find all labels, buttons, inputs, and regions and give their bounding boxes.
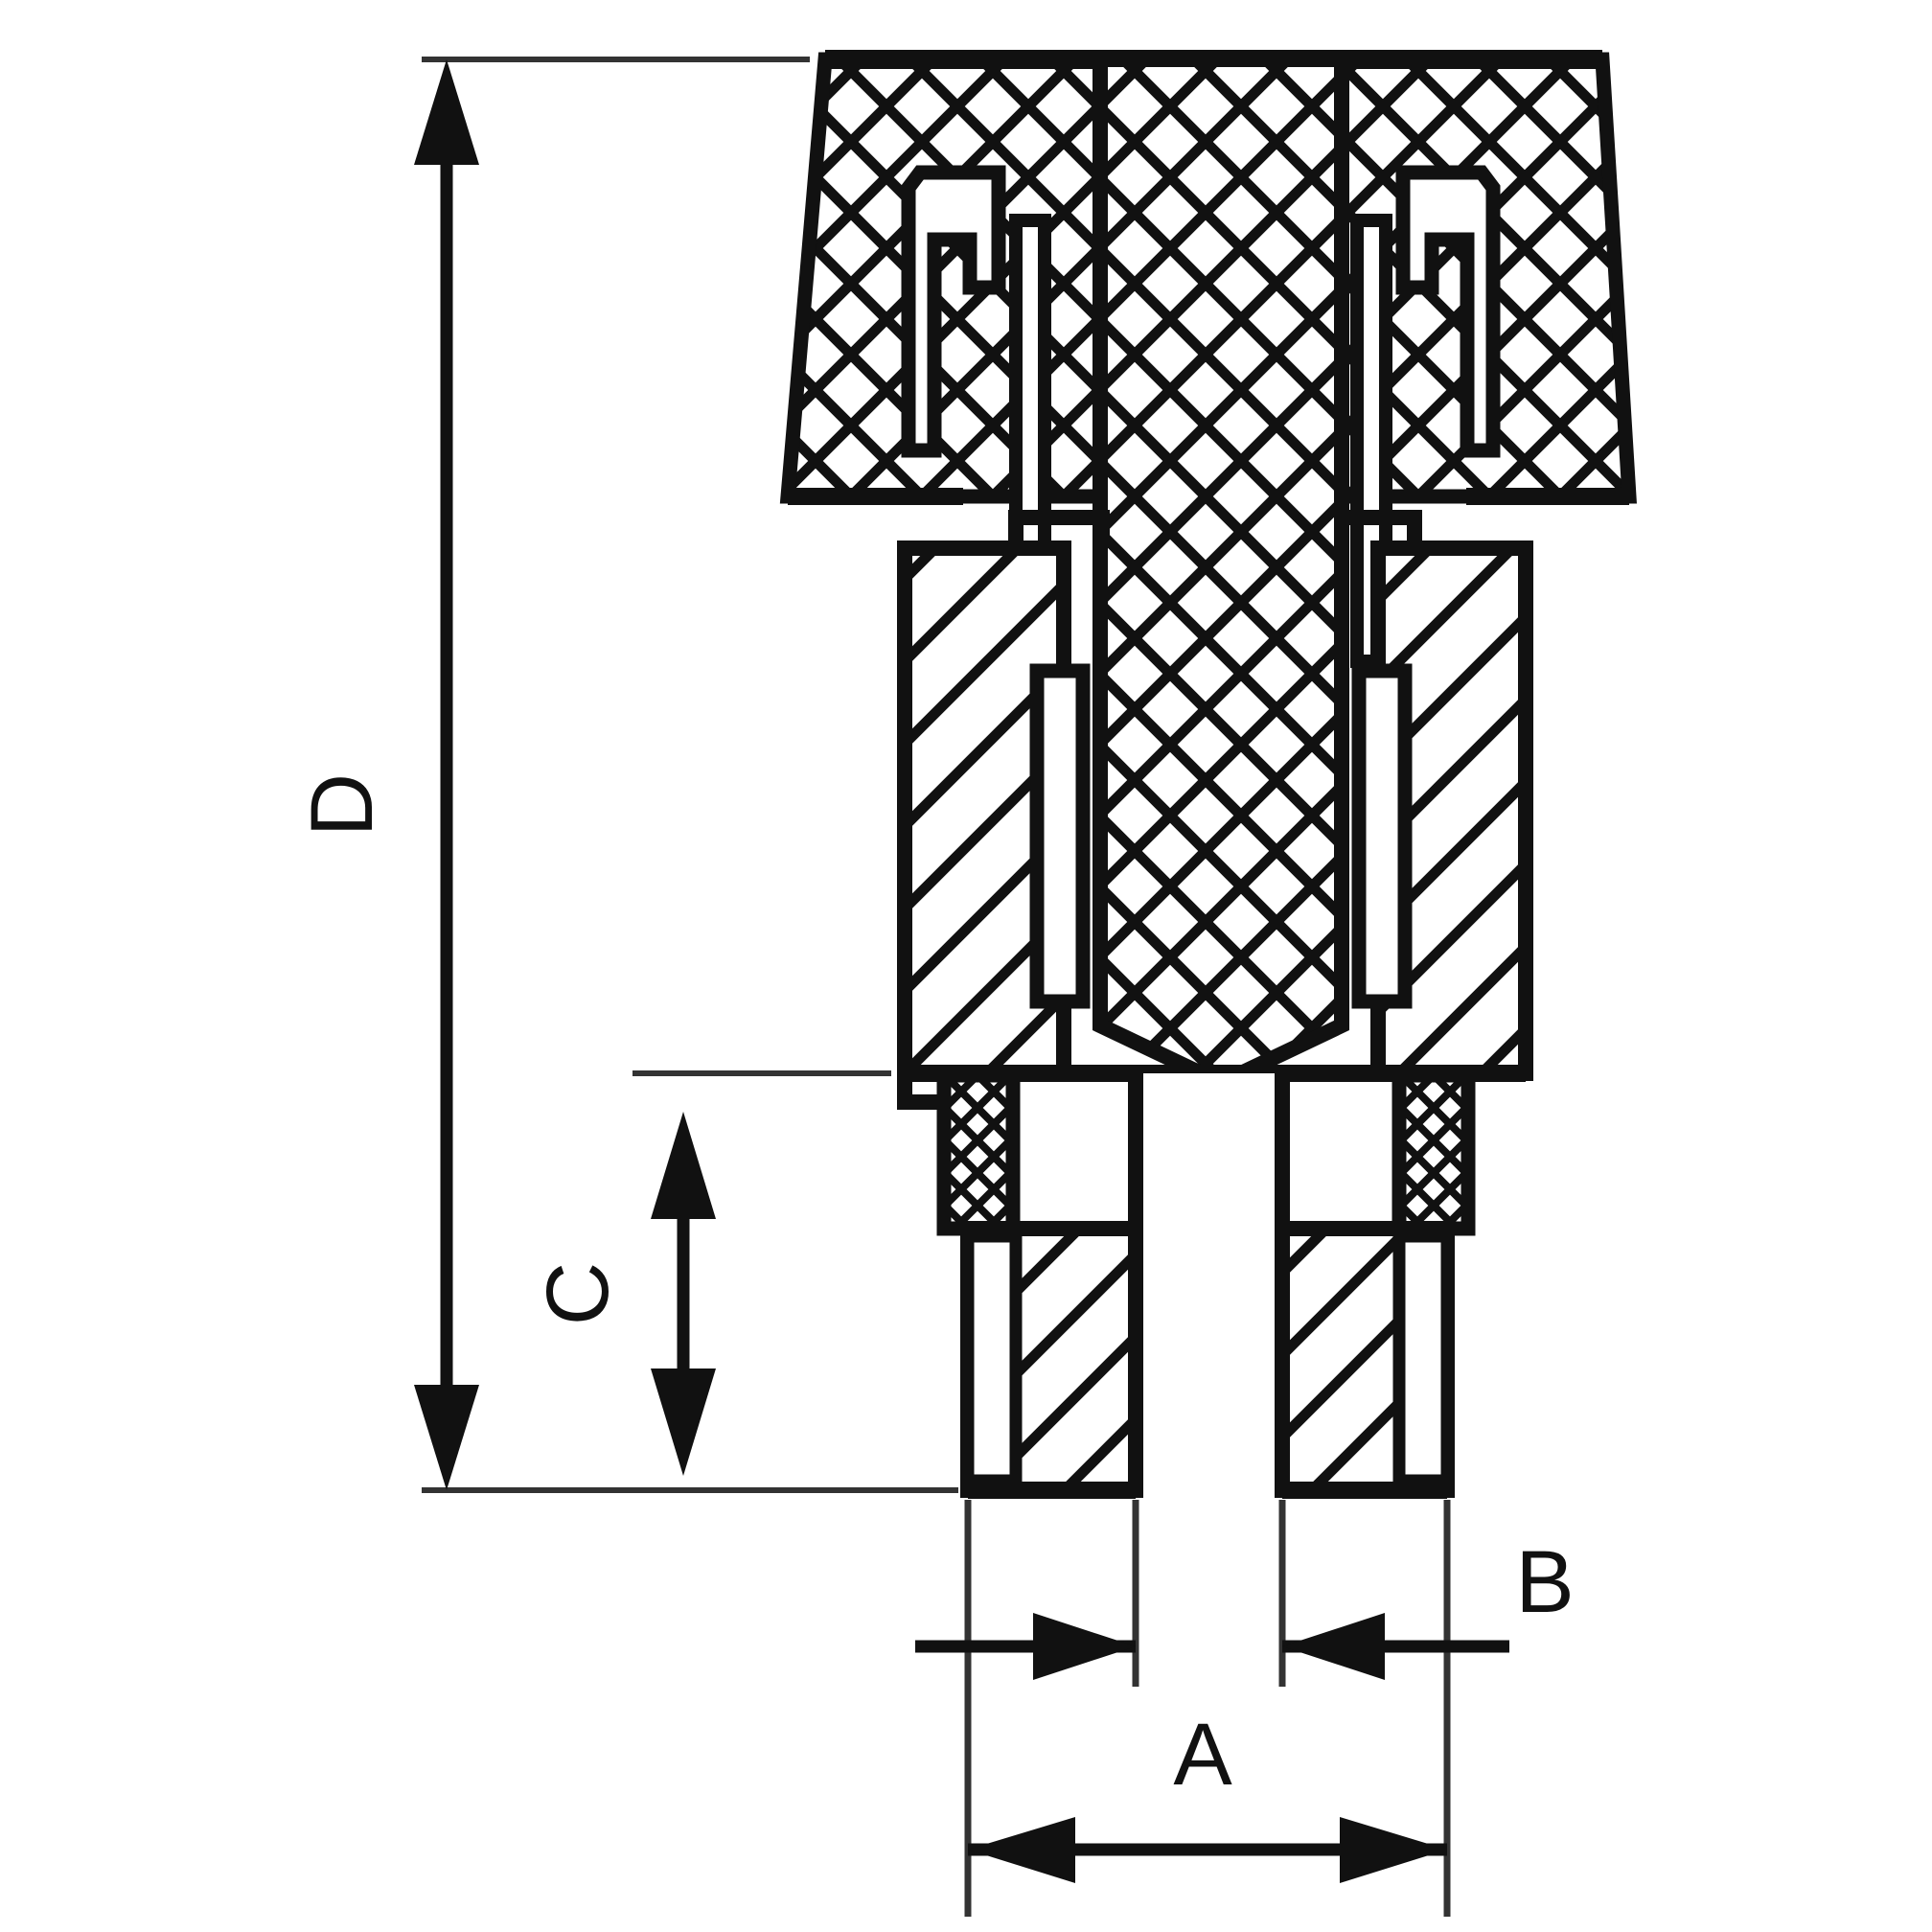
dim-c-label: C — [529, 1262, 627, 1325]
terminal-pins — [960, 1073, 1455, 1499]
dim-a-arrow-left — [968, 1817, 1075, 1883]
knob-right-latch-pocket — [1395, 165, 1501, 458]
thread-sleeve-right — [1392, 1068, 1476, 1236]
dim-c-arrow-top — [651, 1112, 716, 1219]
plunger-stem — [1092, 52, 1349, 1092]
dimension-B: B — [915, 1500, 1575, 1917]
contact-blade-left — [1029, 663, 1091, 1009]
thread-sleeve-left — [936, 1068, 1021, 1236]
terminal-pin-left-slot — [961, 1230, 1023, 1487]
dim-d-arrow-top — [414, 59, 479, 165]
body-left-shoulder — [905, 510, 1110, 556]
dim-c-arrow-bottom — [651, 1368, 716, 1476]
dim-b-arrow-left — [1033, 1613, 1136, 1680]
dim-b-arrow-right — [1282, 1613, 1385, 1680]
dim-b-label: B — [1515, 1533, 1574, 1631]
dim-d-arrow-bottom — [414, 1385, 479, 1490]
dim-a-label: A — [1173, 1706, 1232, 1804]
pin-gap — [1136, 1073, 1282, 1490]
dim-d-label: D — [293, 773, 391, 837]
contact-blade-right — [1351, 663, 1413, 1009]
pin-gap-edges — [1128, 1073, 1290, 1490]
knob-left-latch-pocket — [901, 165, 1006, 458]
terminal-pin-right-slot — [1392, 1230, 1454, 1487]
dimension-C: C — [529, 1070, 958, 1493]
plunger-core — [1092, 52, 1349, 1092]
dimension-A: A — [968, 1706, 1447, 1883]
body-right-shoulder — [1334, 510, 1526, 556]
